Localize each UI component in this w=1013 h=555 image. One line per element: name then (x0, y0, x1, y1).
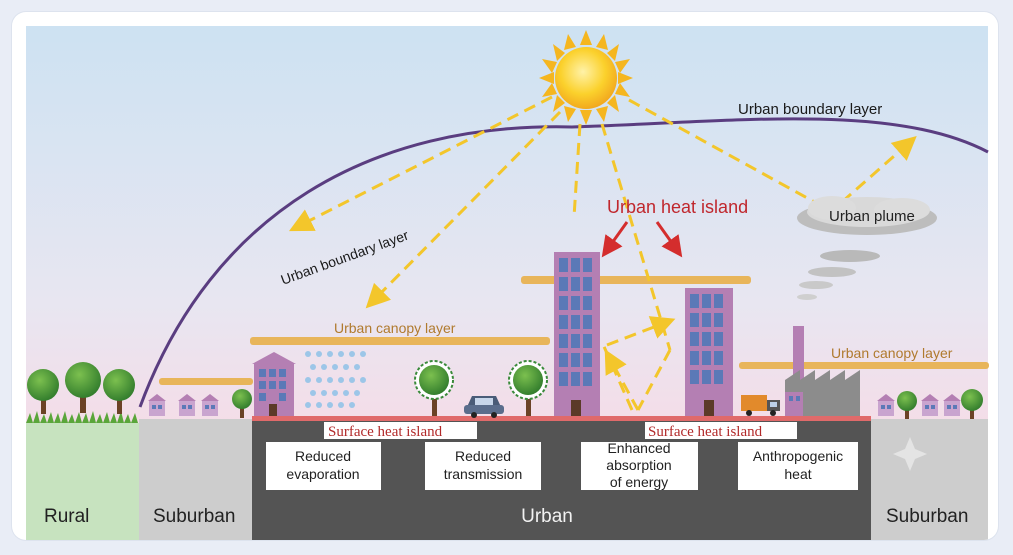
house-icon (877, 394, 895, 416)
building-tall (554, 252, 600, 416)
urban-canopy-layer-label-left: Urban canopy layer (334, 320, 456, 336)
uhi-arrow-right (655, 221, 683, 258)
mechanism-box (738, 442, 858, 490)
radiation-arrow (606, 316, 676, 347)
canopy-bar-suburban-left (159, 378, 253, 385)
suburban-ground-left (139, 419, 252, 540)
tree-icon (232, 389, 252, 418)
car-icon (464, 396, 504, 418)
truck-icon (741, 395, 780, 416)
radiation-arrow (288, 95, 553, 232)
canopy-bar-right (739, 362, 989, 369)
rain-icon (305, 351, 366, 408)
tree-icon (508, 360, 548, 416)
sun-icon (539, 30, 633, 125)
house-icon (201, 394, 219, 416)
radiation-arrows (288, 95, 917, 411)
mechanism-box-line: heat (784, 466, 811, 482)
canopy-bar-left (250, 337, 550, 345)
urban-plume-label: Urban plume (829, 208, 915, 225)
surface-line (252, 416, 871, 421)
zone-label-suburban-right: Suburban (886, 506, 968, 527)
tree-icon (27, 369, 59, 414)
house-icon (148, 394, 166, 416)
mechanism-box-line: Enhanced (607, 440, 670, 456)
radiation-arrow (636, 349, 672, 411)
urban-boundary-layer-label-right: Urban boundary layer (738, 101, 882, 118)
sparkle-icon (893, 437, 927, 471)
mechanism-box-line: evaporation (286, 466, 359, 482)
tree-icon (414, 360, 454, 416)
building-left (252, 352, 296, 416)
surface-heat-island-label-bg-right (645, 422, 797, 439)
surface-heat-island-label-left: Surface heat island (328, 424, 443, 440)
mechanism-box-line: of energy (610, 474, 668, 490)
house-icon (921, 394, 939, 416)
radiation-arrow (600, 123, 672, 351)
mechanism-box-line: Reduced (455, 448, 511, 464)
factory-icon (785, 326, 860, 416)
suburban-ground-right (871, 419, 988, 540)
tree-icon (897, 391, 917, 419)
surface-heat-island-label-right: Surface heat island (648, 424, 763, 440)
radiation-arrow (628, 98, 821, 207)
radiation-arrow (604, 349, 640, 411)
mechanism-box (581, 442, 698, 490)
mechanism-box (266, 442, 381, 490)
uhi-arrow-left (601, 221, 629, 258)
house-icon (943, 394, 961, 416)
mechanism-box-line: absorption (606, 457, 671, 473)
mechanism-box-line: transmission (444, 466, 523, 482)
tree-icon (65, 362, 101, 413)
radiation-arrow (365, 110, 562, 309)
urban-boundary-layer-curve (138, 117, 989, 408)
zone-label-urban: Urban (521, 506, 573, 527)
urban-heat-island-label: Urban heat island (607, 197, 748, 217)
radiation-arrow (600, 341, 634, 411)
cloud-icon (797, 196, 937, 300)
building-medium (685, 288, 733, 416)
tree-icon (961, 389, 983, 419)
radiation-arrow (841, 136, 917, 204)
urban-heat-island-diagram: Urban boundary layer Urban boundary laye… (26, 26, 989, 540)
house-icon (178, 394, 196, 416)
zone-label-rural: Rural (44, 506, 89, 527)
grass (26, 411, 138, 423)
tree-icon (103, 369, 135, 414)
zone-label-suburban-left: Suburban (153, 506, 235, 527)
mechanism-box (425, 442, 541, 490)
diagram-frame: Urban boundary layer Urban boundary laye… (12, 12, 998, 540)
radiation-arrow (572, 123, 582, 218)
surface-heat-island-label-bg-left (324, 422, 477, 439)
rural-ground (26, 423, 139, 540)
urban-canopy-layer-label-right: Urban canopy layer (831, 345, 953, 361)
mechanism-box-line: Anthropogenic (753, 448, 843, 464)
mechanism-box-line: Reduced (295, 448, 351, 464)
